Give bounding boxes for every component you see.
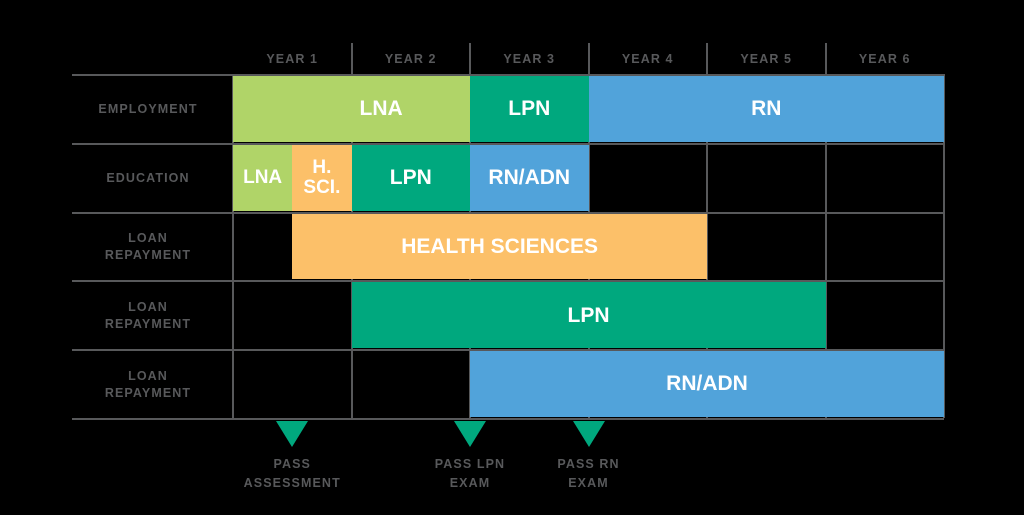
bar-label: LNA: [359, 97, 403, 121]
grid-hrule: [72, 280, 944, 283]
bar-1-rn[interactable]: RN: [588, 76, 944, 142]
bar-label: H.: [312, 157, 332, 179]
row-label-education: EDUCATION: [72, 144, 224, 213]
year-header-6: YEAR 6: [858, 52, 911, 66]
grid-hrule: [72, 418, 944, 420]
triangle-down-icon: [454, 421, 486, 447]
bar-1-lna[interactable]: LNA: [292, 76, 470, 142]
bar-label: RN: [751, 97, 782, 121]
grid-vrule: [706, 74, 708, 418]
bar-label: HEALTH SCIENCES: [401, 234, 599, 258]
bar-2-rn-adn[interactable]: RN/ADN: [470, 144, 589, 211]
year-header-divider: [587, 43, 590, 75]
row-label-line: EMPLOYMENT: [98, 101, 198, 116]
bar-label: LPN: [567, 303, 610, 327]
row-label-line: LOAN: [128, 299, 168, 314]
bar-1-blank[interactable]: [233, 76, 293, 142]
year-header-divider: [824, 43, 827, 75]
grid-hrule: [72, 142, 944, 145]
bar-1-lpn[interactable]: LPN: [470, 76, 589, 142]
year-header-divider: [469, 43, 471, 75]
bar-4-lpn[interactable]: LPN: [351, 282, 826, 349]
row-label-line: REPAYMENT: [104, 247, 192, 262]
triangle-down-icon: [276, 421, 309, 447]
year-header-4: YEAR 4: [621, 52, 674, 66]
year-header-5: YEAR 5: [740, 52, 793, 66]
grid-vrule: [824, 74, 827, 418]
row-label-line: LOAN: [128, 368, 168, 383]
grid-vrule: [943, 74, 945, 418]
bar-3-health-sciences[interactable]: HEALTH SCIENCES: [292, 213, 707, 280]
milestone-label: PASS RN EXAM: [557, 457, 620, 490]
row-label-line: REPAYMENT: [104, 385, 192, 400]
year-header-divider: [706, 43, 708, 75]
grid-hrule: [72, 211, 944, 214]
row-label-line: REPAYMENT: [104, 316, 192, 331]
bar-label: RN/ADN: [488, 165, 571, 189]
milestone-label: PASS LPN EXAM: [434, 457, 506, 490]
grid-vrule: [232, 74, 234, 418]
bar-label: LPN: [389, 165, 432, 189]
bar-label: LNA: [243, 167, 283, 188]
milestone-pass-lpn-exam[interactable]: PASS LPN EXAM: [395, 421, 545, 493]
bar-5-rn-adn[interactable]: RN/ADN: [470, 351, 944, 417]
milestone-pass-rn-exam[interactable]: PASS RN EXAM: [514, 421, 664, 493]
row-label-loan-repayment: LOAN REPAYMENT: [72, 350, 224, 419]
row-label-employment: EMPLOYMENT: [72, 75, 224, 144]
bar-label: RN/ADN: [666, 372, 748, 396]
milestone-pass-assessment[interactable]: PASS ASSESSMENT: [217, 421, 367, 493]
row-label-line: EDUCATION: [106, 170, 190, 185]
bar-label: SCI.: [303, 176, 341, 198]
row-label-loan-repayment: LOAN REPAYMENT: [72, 281, 224, 350]
triangle-down-icon: [572, 421, 605, 447]
year-header-1: YEAR 1: [266, 52, 319, 66]
year-header-2: YEAR 2: [384, 52, 437, 66]
grid-hrule: [72, 349, 944, 352]
year-header-3: YEAR 3: [503, 52, 556, 66]
year-header-divider: [350, 43, 353, 75]
bar-label: LPN: [508, 97, 551, 121]
grid-hrule: [72, 74, 944, 76]
bar-2-lna[interactable]: LNA: [233, 144, 293, 211]
bar-2-h-sci[interactable]: H.SCI.: [292, 144, 352, 211]
row-label-line: LOAN: [128, 231, 168, 246]
milestone-label: PASS ASSESSMENT: [243, 457, 341, 490]
bar-2-lpn[interactable]: LPN: [351, 144, 470, 211]
